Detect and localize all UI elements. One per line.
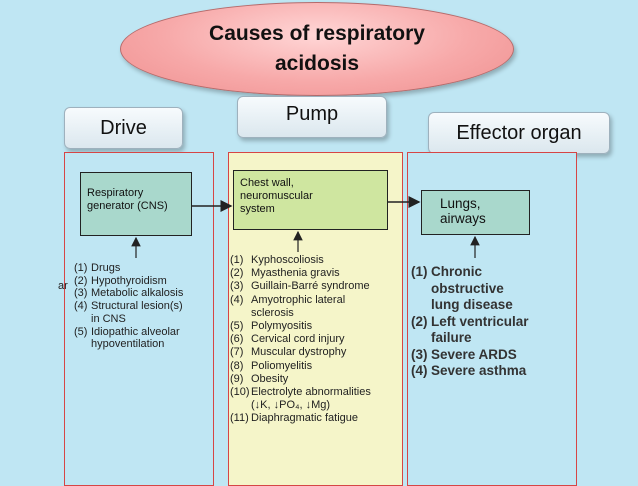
effector-label-text: Effector organ: [456, 121, 582, 144]
cause-text: Guillain-Barré syndrome: [251, 280, 370, 293]
cause-item: (4) Amyotrophic lateral: [230, 294, 371, 307]
cause-item: obstructive: [411, 281, 529, 298]
cause-number: (9): [230, 372, 244, 385]
cause-number: (7): [230, 346, 244, 359]
cause-number: (11): [230, 412, 249, 425]
cause-item: (10)Electrolyte abnormalities: [230, 386, 371, 399]
cause-text: Diaphragmatic fatigue: [251, 412, 359, 425]
column-label-effector: Effector organ: [428, 112, 610, 154]
cause-item: (5) Polymyositis: [230, 320, 371, 333]
cause-number: (6): [230, 333, 244, 346]
cause-item: (2)Left ventricular: [411, 314, 529, 331]
cause-text: failure: [431, 330, 472, 345]
cause-text: obstructive: [431, 280, 504, 296]
cause-text: Structural lesion(s): [91, 300, 183, 313]
column-label-pump: Pump: [237, 96, 387, 138]
box-line: generator (CNS): [87, 200, 168, 212]
cause-text: (↓K, ↓PO₄, ↓Mg): [251, 399, 331, 412]
cause-item: (7) Muscular dystrophy: [230, 346, 371, 359]
cause-text: Severe ARDS: [431, 346, 517, 362]
respiratory-generator-box: Respiratory generator (CNS): [80, 172, 192, 236]
cause-item: (↓K, ↓PO₄, ↓Mg): [230, 399, 371, 412]
lungs-airways-box: Lungs, airways: [421, 190, 530, 235]
cause-number: (5): [230, 320, 244, 333]
cause-text: Muscular dystrophy: [251, 346, 347, 359]
cause-number: (3): [411, 346, 428, 362]
cause-text: Cervical cord injury: [251, 333, 345, 346]
chest-wall-box: Chest wall, neuromuscular system: [233, 170, 388, 230]
cause-item: (1)Chronic: [411, 264, 529, 281]
cause-number: (2): [230, 267, 244, 280]
cause-number: (4): [411, 363, 428, 378]
cause-item: hypoventilation: [74, 338, 183, 351]
cause-number: (2): [411, 313, 428, 329]
cause-item: (1) Kyphoscoliosis: [230, 254, 371, 267]
cause-text: Severe asthma: [431, 363, 527, 378]
cause-item: (3)Severe ARDS: [411, 347, 529, 364]
pump-causes-list: (1)Kyphoscoliosis(2)Myasthenia gravis(3)…: [230, 254, 371, 426]
box-line: airways: [440, 211, 486, 226]
column-label-drive: Drive: [64, 107, 183, 149]
cause-number: (4): [74, 300, 88, 313]
cause-item: (6) Cervical cord injury: [230, 333, 371, 346]
cause-item: (5)Idiopathic alveolar: [74, 326, 183, 339]
cause-text: Amyotrophic lateral: [251, 293, 346, 306]
cause-number: (2): [74, 274, 88, 287]
cause-item: (11)Diaphragmatic fatigue: [230, 412, 371, 425]
cause-text: Left ventricular: [431, 313, 529, 329]
cause-number: (4): [230, 293, 244, 306]
cause-text: Drugs: [91, 262, 121, 274]
cause-item: (4)Severe asthma: [411, 363, 529, 380]
cause-text: sclerosis: [251, 306, 294, 319]
cause-number: (1): [230, 254, 244, 266]
cause-item: sclerosis: [230, 307, 371, 320]
cause-text: Hypothyroidism: [91, 274, 167, 287]
box-line: Chest wall,: [240, 177, 294, 189]
cause-item: (3) Guillain-Barré syndrome: [230, 280, 371, 293]
cause-item: (1)Drugs: [74, 262, 183, 275]
cause-number: (1): [74, 262, 88, 274]
slide-title: Causes of respiratory acidosis: [172, 19, 462, 79]
drive-label-text: Drive: [100, 116, 147, 139]
cause-text: lung disease: [431, 297, 513, 312]
title-line-1: Causes of respiratory: [209, 22, 425, 45]
cause-number: (3): [230, 280, 244, 293]
cause-text: in CNS: [91, 312, 126, 325]
cause-item: (8) Poliomyelitis: [230, 360, 371, 373]
cause-text: Obesity: [251, 372, 289, 385]
drive-causes-list: (1)Drugs(2)Hypothyroidism(3)Metabolic al…: [74, 262, 183, 351]
cause-item: (2) Myasthenia gravis: [230, 267, 371, 280]
cause-number: (5): [74, 325, 88, 338]
box-line: Lungs,: [440, 196, 481, 211]
cause-text: Polymyositis: [251, 320, 313, 333]
cause-item: failure: [411, 330, 529, 347]
cause-number: (3): [74, 287, 88, 300]
cause-text: Poliomyelitis: [251, 359, 313, 372]
cause-item: in CNS: [74, 313, 183, 326]
box-line: neuromuscular: [240, 190, 313, 202]
cause-item: (2)Hypothyroidism: [74, 275, 183, 288]
cause-text: Idiopathic alveolar: [91, 325, 180, 338]
cause-item: lung disease: [411, 297, 529, 314]
cropped-text-fragment: ar: [58, 280, 68, 292]
title-oval: Causes of respiratory acidosis: [120, 2, 514, 96]
cause-text: Kyphoscoliosis: [251, 254, 324, 266]
box-line: system: [240, 203, 275, 215]
cause-text: Chronic: [431, 264, 483, 279]
cause-item: (3)Metabolic alkalosis: [74, 287, 183, 300]
cause-text: hypoventilation: [91, 338, 165, 351]
cause-item: (4)Structural lesion(s): [74, 300, 183, 313]
cause-text: Electrolyte abnormalities: [251, 386, 371, 399]
cause-text: Metabolic alkalosis: [91, 287, 184, 300]
cause-text: Myasthenia gravis: [251, 267, 340, 280]
cause-number: (1): [411, 264, 428, 279]
pump-label-text: Pump: [285, 103, 339, 125]
cause-item: (9) Obesity: [230, 373, 371, 386]
box-line: Respiratory: [87, 187, 144, 199]
title-line-2: acidosis: [274, 52, 360, 75]
cause-number: (8): [230, 359, 244, 372]
cause-number: (10): [230, 386, 250, 399]
